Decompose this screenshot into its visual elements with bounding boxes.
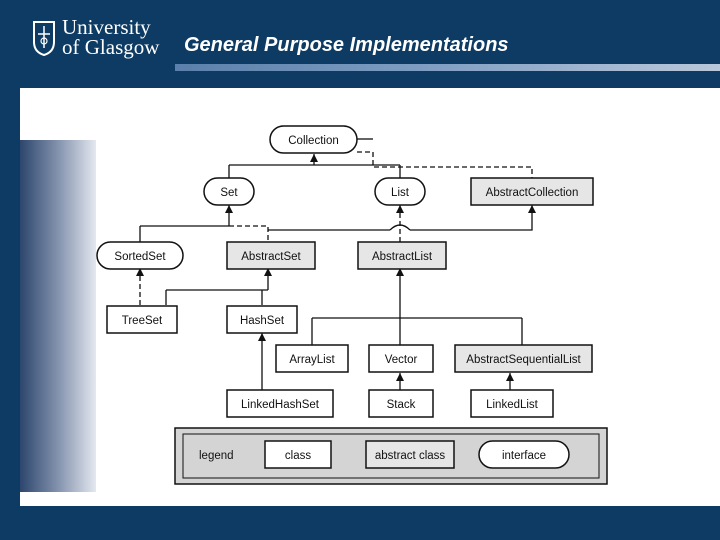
legend-class-label: class: [285, 450, 311, 462]
node-hashset-label: HashSet: [240, 315, 285, 327]
legend-interface-swatch: [478, 440, 570, 469]
node-abstractset-label: AbstractSet: [241, 251, 301, 263]
node-sortedset-label: SortedSet: [114, 251, 166, 263]
node-linkedlist-label: LinkedList: [486, 399, 539, 411]
legend-class-swatch: [264, 440, 332, 469]
node-set-label: Set: [220, 187, 238, 199]
logo-text-line2: of Glasgow: [62, 35, 160, 59]
node-arraylist-label: ArrayList: [289, 354, 335, 366]
node-abstractset: AbstractSet: [226, 241, 316, 270]
footer-band: [0, 506, 720, 540]
legend-abstract-label: abstract class: [375, 450, 446, 462]
node-vector: Vector: [368, 344, 434, 373]
node-linkedlist: LinkedList: [470, 389, 554, 418]
crest-icon: [33, 21, 55, 56]
node-sortedset: SortedSet: [96, 241, 184, 270]
slide-header: University of Glasgow General Purpose Im…: [0, 0, 720, 88]
node-vector-label: Vector: [385, 354, 418, 366]
slide-title: General Purpose Implementations: [184, 34, 509, 56]
node-collection: Collection: [269, 125, 358, 154]
university-logo: University of Glasgow: [32, 16, 172, 64]
node-abstractsequentiallist-label: AbstractSequentialList: [466, 354, 581, 366]
logo-text-line1: University: [62, 15, 151, 39]
legend-abstract-swatch: [365, 440, 455, 469]
left-gradient-bar: [20, 140, 96, 492]
node-collection-label: Collection: [288, 135, 339, 147]
node-abstractcollection-label: AbstractCollection: [486, 187, 579, 199]
legend-label: legend: [199, 450, 234, 462]
node-abstractsequentiallist: AbstractSequentialList: [454, 344, 593, 373]
title-underline: [175, 64, 720, 71]
node-arraylist: ArrayList: [275, 344, 349, 373]
node-list-label: List: [391, 187, 410, 199]
node-hashset: HashSet: [226, 305, 298, 334]
node-abstractcollection: AbstractCollection: [470, 177, 594, 206]
edge-abstractset-set: [229, 225, 269, 242]
legend-interface-label: interface: [502, 450, 546, 462]
node-abstractlist-label: AbstractList: [372, 251, 433, 263]
node-linkedhashset-label: LinkedHashSet: [241, 399, 320, 411]
legend: legend class abstract class interface: [174, 427, 608, 485]
node-linkedhashset: LinkedHashSet: [226, 389, 334, 418]
node-stack-label: Stack: [387, 399, 416, 411]
node-stack: Stack: [368, 389, 434, 418]
edge-abstractset-abstractcollection: [410, 205, 533, 231]
node-treeset-label: TreeSet: [122, 315, 163, 327]
node-set: Set: [203, 177, 255, 206]
node-abstractlist: AbstractList: [357, 241, 447, 270]
node-list: List: [374, 177, 426, 206]
node-treeset: TreeSet: [106, 305, 178, 334]
